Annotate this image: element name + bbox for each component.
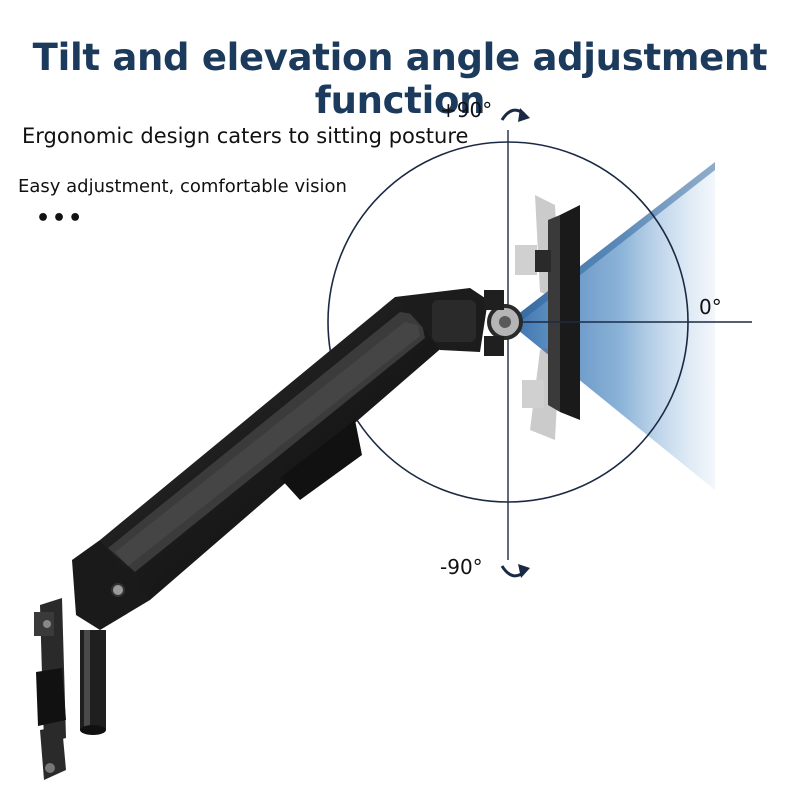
caption-ergonomic: Ergonomic design caters to sitting postu…: [22, 124, 469, 148]
ellipsis-dots: •••: [36, 206, 85, 231]
arm-pole: [80, 630, 106, 735]
arm-main-segment: [100, 297, 445, 600]
wall-mount-bracket: [34, 598, 66, 780]
page-title: Tilt and elevation angle adjustment func…: [32, 36, 768, 122]
curved-arrow-icon: [500, 564, 530, 578]
caption-easy-adjustment: Easy adjustment, comfortable vision: [18, 176, 347, 197]
viewing-angle-beam: [508, 162, 715, 490]
arm-tilt-head: [395, 288, 523, 356]
monitor-panel: [535, 205, 580, 420]
angle-label-top: +90°: [440, 98, 493, 122]
curved-arrow-icon: [500, 108, 530, 122]
angle-label-bottom: -90°: [440, 555, 483, 579]
angle-label-zero: 0°: [699, 295, 722, 319]
